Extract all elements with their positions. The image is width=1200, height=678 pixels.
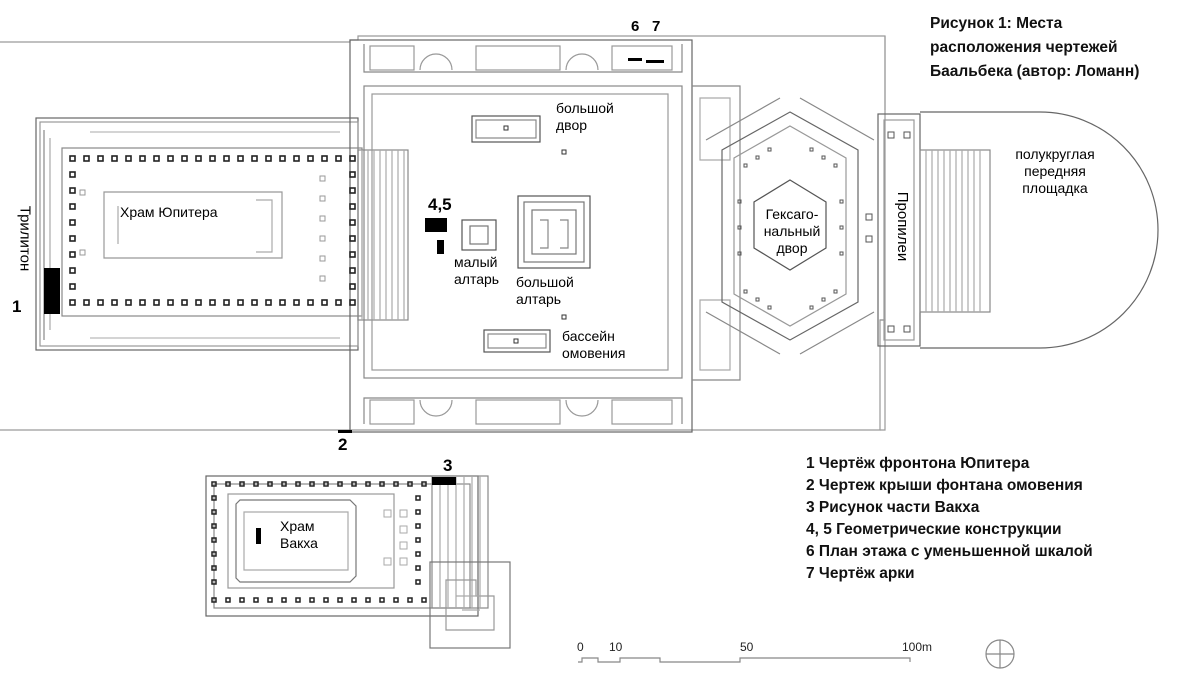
label-basin-line1: бассейн bbox=[562, 328, 615, 344]
label-ablution-basin: бассейн омовения bbox=[562, 328, 625, 362]
label-hex-line3: двор bbox=[776, 240, 808, 256]
legend-item: 3 Рисунок части Вакха bbox=[806, 499, 980, 516]
scale-tick-0: 0 bbox=[577, 640, 584, 654]
label-bacchus-line1: Храм bbox=[280, 518, 315, 534]
marker-1: 1 bbox=[12, 297, 22, 316]
scale-tick-10: 10 bbox=[609, 640, 623, 654]
figure-caption: Рисунок 1: Места расположения чертежей Б… bbox=[930, 12, 1190, 84]
label-basin-line2: омовения bbox=[562, 345, 626, 361]
marker-2-line bbox=[338, 430, 352, 433]
legend-item: 2 Чертеж крыши фонтана омовения bbox=[806, 477, 1083, 494]
marker-7-line bbox=[646, 60, 664, 63]
label-trilithon: Трилитон bbox=[16, 205, 34, 272]
label-small-altar-line2: алтарь bbox=[454, 271, 500, 287]
label-forecourt: полукруглая передняя площадка bbox=[1000, 146, 1110, 197]
label-great-altar-line2: алтарь bbox=[516, 291, 562, 307]
caption-line-2: расположения чертежей bbox=[930, 39, 1118, 56]
bacchus-niche bbox=[256, 528, 261, 544]
legend: 1 Чертёж фронтона Юпитера 2 Чертеж крыши… bbox=[806, 453, 1093, 585]
label-bacchus-line2: Вакха bbox=[280, 535, 318, 551]
marker-45-block-small bbox=[437, 240, 444, 254]
scale-tick-50: 50 bbox=[740, 640, 754, 654]
label-small-altar: малый алтарь bbox=[454, 254, 499, 288]
label-bacchus-temple: Храм Вакха bbox=[280, 518, 318, 552]
marker-6-line bbox=[628, 58, 642, 61]
label-forecourt-line2: передняя bbox=[1024, 163, 1086, 179]
label-great-court-line2: двор bbox=[556, 117, 588, 133]
marker-3: 3 bbox=[443, 456, 453, 475]
caption-line-1: Рисунок 1: Места bbox=[930, 15, 1063, 32]
legend-item: 6 План этажа с уменьшенной шкалой bbox=[806, 543, 1093, 560]
marker-6: 6 bbox=[631, 18, 640, 35]
label-hexagonal-court: Гексаго- нальный двор bbox=[752, 206, 832, 257]
marker-45: 4,5 bbox=[428, 195, 452, 214]
label-great-court: большой двор bbox=[556, 100, 614, 134]
marker-7: 7 bbox=[652, 18, 661, 35]
label-small-altar-line1: малый bbox=[454, 254, 498, 270]
label-hex-line1: Гексаго- bbox=[765, 206, 819, 222]
marker-1-block bbox=[44, 268, 60, 314]
label-forecourt-line1: полукруглая bbox=[1015, 146, 1095, 162]
legend-item: 7 Чертёж арки bbox=[806, 565, 915, 582]
scale-tick-100: 100m bbox=[902, 640, 933, 654]
legend-item: 1 Чертёж фронтона Юпитера bbox=[806, 455, 1030, 472]
marker-3-block bbox=[432, 477, 456, 485]
label-forecourt-line3: площадка bbox=[1022, 180, 1088, 196]
label-great-court-line1: большой bbox=[556, 100, 614, 116]
marker-2: 2 bbox=[338, 435, 348, 454]
label-great-altar: большой алтарь bbox=[516, 274, 574, 308]
marker-45-block bbox=[425, 218, 447, 232]
label-hex-line2: нальный bbox=[763, 223, 821, 239]
caption-line-3: Баальбека (автор: Ломанн) bbox=[930, 63, 1140, 80]
label-jupiter-temple: Храм Юпитера bbox=[120, 204, 218, 220]
label-great-altar-line1: большой bbox=[516, 274, 574, 290]
legend-item: 4, 5 Геометрические конструкции bbox=[806, 521, 1062, 538]
label-propylaea: Пропилеи bbox=[894, 191, 912, 262]
